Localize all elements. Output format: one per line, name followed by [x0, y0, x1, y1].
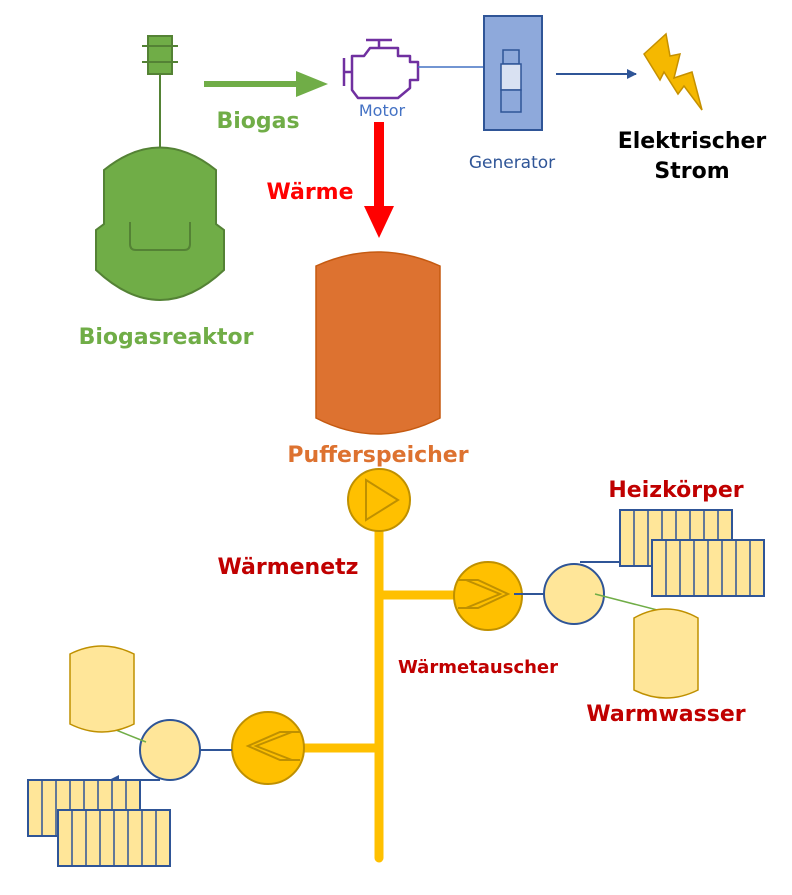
warmwasser-label: Warmwasser	[586, 702, 745, 727]
biogas-reactor-icon	[95, 35, 225, 301]
strom-label-line2: Strom	[654, 159, 729, 184]
circulation-pump-left-icon	[139, 719, 201, 781]
radiator-icon	[57, 809, 171, 867]
biogas-label: Biogas	[216, 109, 299, 134]
warmwasser-tank-icon	[633, 608, 699, 699]
pufferspeicher-tank-icon	[315, 251, 441, 435]
motor-label: Motor	[359, 101, 406, 120]
biogasreaktor-label: Biogasreaktor	[79, 325, 254, 350]
pump-to-warmwasser-line	[594, 593, 666, 613]
radiator-icon	[651, 539, 765, 597]
strom-label-line1: Elektrischer	[618, 129, 767, 154]
heizkoerper-label: Heizkörper	[608, 478, 743, 503]
water-tank-left-icon	[69, 645, 135, 733]
lightning-icon	[643, 32, 703, 111]
heat-exchanger-icon	[231, 711, 305, 785]
waermenetz-pipes	[300, 515, 456, 863]
waerme-flow-arrow	[364, 122, 394, 238]
pump-icon	[347, 468, 411, 532]
pufferspeicher-label: Pufferspeicher	[287, 443, 468, 468]
generator-label: Generator	[469, 153, 555, 173]
generator-icon	[483, 15, 543, 131]
engine-icon	[342, 38, 420, 100]
circulation-pump-icon	[543, 563, 605, 625]
biogas-flow-arrow	[204, 71, 328, 97]
waermetauscher-label: Wärmetauscher	[398, 657, 558, 678]
waerme-label: Wärme	[266, 180, 353, 205]
waermenetz-label: Wärmenetz	[218, 555, 359, 580]
heat-exchanger-icon	[453, 561, 523, 631]
